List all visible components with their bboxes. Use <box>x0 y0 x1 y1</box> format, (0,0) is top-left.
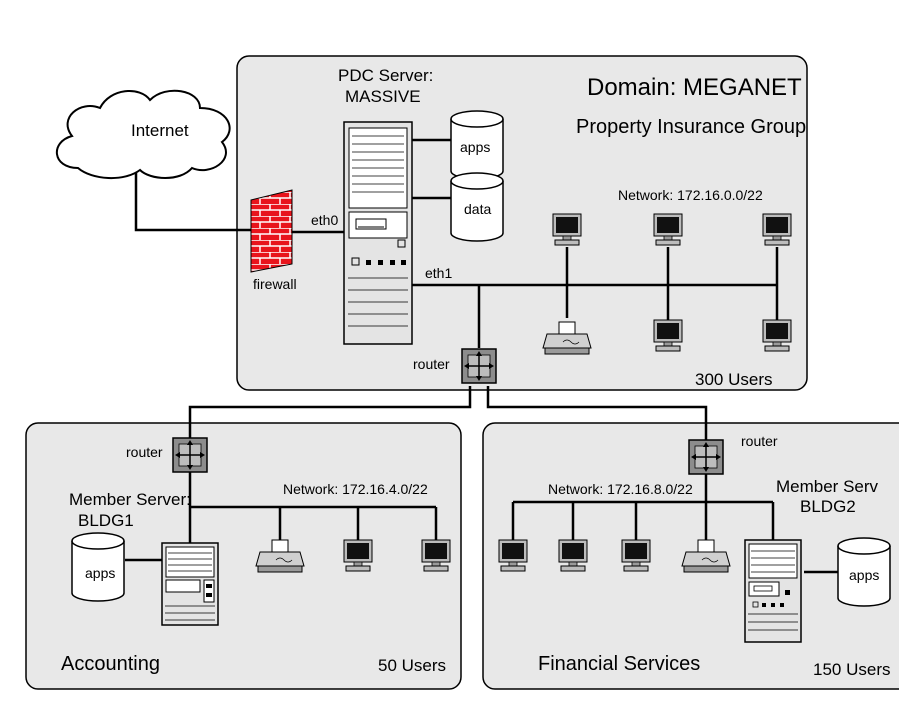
workstation-icon <box>762 213 792 246</box>
financial-server-line1: Member Serv <box>776 477 879 496</box>
member-server-icon <box>161 542 219 626</box>
financial-disk-label: apps <box>849 567 879 583</box>
router-main-label: router <box>413 356 450 372</box>
financial-router-label: router <box>741 433 778 449</box>
pdc-data-label: data <box>464 201 491 217</box>
pdc-title-line1: PDC Server: <box>338 66 433 85</box>
cables <box>125 138 838 574</box>
workstation-icon <box>621 539 651 572</box>
domain-network-label: Network: 172.16.0.0/22 <box>618 187 763 203</box>
workstation-icon <box>762 319 792 352</box>
workstation-icon <box>421 539 451 572</box>
workstation-icon <box>653 319 683 352</box>
pdc-apps-label: apps <box>460 139 490 155</box>
financial-network-label: Network: 172.16.8.0/22 <box>548 481 693 497</box>
internet-label: Internet <box>131 121 189 140</box>
accounting-server-line2: BLDG1 <box>78 511 134 530</box>
accounting-users-label: 50 Users <box>378 656 446 675</box>
domain-title: Domain: MEGANET <box>587 74 802 101</box>
financial-name: Financial Services <box>538 653 700 675</box>
workstation-icon <box>498 539 528 572</box>
eth0-label: eth0 <box>311 212 338 228</box>
workstation-icon <box>552 213 582 246</box>
router-icon <box>688 439 724 475</box>
internet-cloud-icon <box>55 89 231 180</box>
eth1-label: eth1 <box>425 265 452 281</box>
workstation-icon <box>653 213 683 246</box>
accounting-disk-label: apps <box>85 565 115 581</box>
pdc-title-line2: MASSIVE <box>345 87 421 106</box>
workstation-icon <box>343 539 373 572</box>
accounting-name: Accounting <box>61 653 160 675</box>
domain-users-label: 300 Users <box>695 370 772 389</box>
accounting-router-label: router <box>126 444 163 460</box>
financial-users-label: 150 Users <box>813 660 890 679</box>
domain-subtitle: Property Insurance Group <box>576 116 806 138</box>
workstation-icon <box>558 539 588 572</box>
firewall-label: firewall <box>253 276 297 292</box>
accounting-network-label: Network: 172.16.4.0/22 <box>283 481 428 497</box>
firewall-icon <box>250 189 293 273</box>
accounting-box <box>25 422 462 690</box>
router-icon <box>461 348 497 384</box>
pdc-server-icon <box>343 121 413 345</box>
accounting-server-line1: Member Server: <box>69 490 191 509</box>
router-icon <box>172 437 208 473</box>
financial-server-line2: BLDG2 <box>800 497 856 516</box>
member-server-icon <box>744 539 802 643</box>
